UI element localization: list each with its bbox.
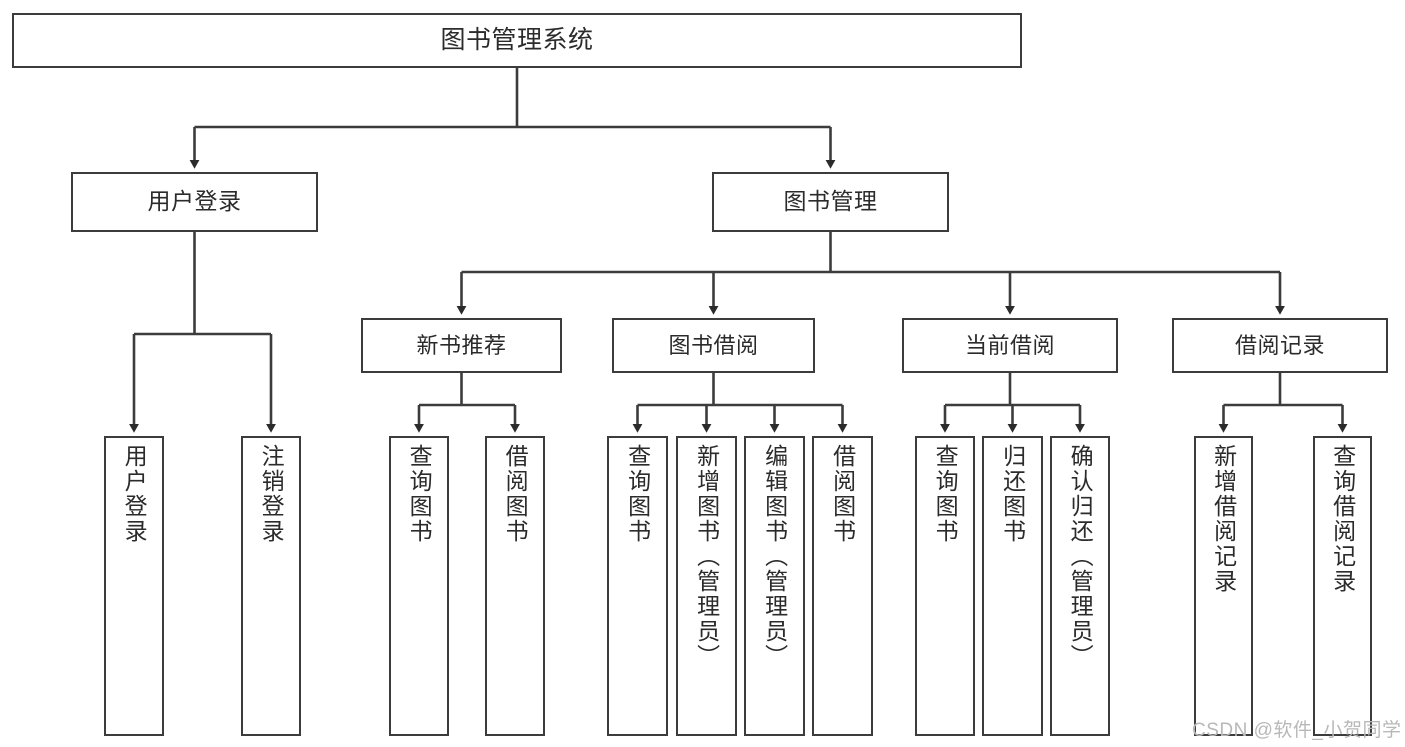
node-label: 图书管理系统 [440, 25, 594, 54]
node-leaf-add-book[interactable]: 新增图书（管理员） [676, 436, 737, 736]
node-label: 借阅记录 [1234, 332, 1325, 358]
node-leaf-borrow-book-2[interactable]: 借阅图书 [812, 436, 873, 736]
node-label: 查询图书 [932, 444, 959, 544]
node-leaf-logout[interactable]: 注销登录 [241, 436, 301, 736]
node-label: 用户登录 [147, 188, 242, 215]
connectors-group [129, 68, 1348, 433]
node-label: 注销登录 [258, 444, 285, 544]
node-leaf-query-record[interactable]: 查询借阅记录 [1313, 436, 1372, 736]
node-leaf-query-book-2[interactable]: 查询图书 [607, 436, 668, 736]
node-label: 图书管理 [783, 188, 878, 215]
node-leaf-edit-book[interactable]: 编辑图书（管理员） [744, 436, 805, 736]
node-book-borrow[interactable]: 图书借阅 [612, 318, 815, 373]
node-label: 借阅图书 [502, 444, 529, 544]
node-label: 确认归还（管理员） [1067, 444, 1094, 669]
node-root[interactable]: 图书管理系统 [12, 13, 1022, 68]
node-user-login[interactable]: 用户登录 [71, 172, 318, 232]
node-label: 新书推荐 [416, 332, 507, 358]
node-label: 查询借阅记录 [1329, 444, 1356, 594]
node-borrow-record[interactable]: 借阅记录 [1172, 318, 1388, 373]
node-label: 图书借阅 [668, 332, 759, 358]
node-label: 用户登录 [121, 444, 148, 544]
node-leaf-add-record[interactable]: 新增借阅记录 [1194, 436, 1253, 736]
node-label: 新增图书（管理员） [693, 444, 720, 669]
node-leaf-user-login[interactable]: 用户登录 [104, 436, 164, 736]
node-label: 查询图书 [406, 444, 433, 544]
node-label: 查询图书 [624, 444, 651, 544]
node-new-book-recommend[interactable]: 新书推荐 [361, 318, 562, 373]
node-leaf-borrow-book-1[interactable]: 借阅图书 [485, 436, 545, 736]
node-label: 借阅图书 [829, 444, 856, 544]
node-leaf-return-book[interactable]: 归还图书 [982, 436, 1043, 736]
node-book-manage[interactable]: 图书管理 [712, 172, 949, 232]
node-label: 新增借阅记录 [1210, 444, 1237, 594]
node-leaf-query-book-3[interactable]: 查询图书 [915, 436, 975, 736]
node-current-borrow[interactable]: 当前借阅 [902, 318, 1118, 373]
node-leaf-query-book-1[interactable]: 查询图书 [389, 436, 449, 736]
node-label: 编辑图书（管理员） [761, 444, 788, 669]
node-leaf-confirm-return[interactable]: 确认归还（管理员） [1050, 436, 1110, 736]
node-label: 归还图书 [999, 444, 1026, 544]
node-label: 当前借阅 [964, 332, 1055, 358]
